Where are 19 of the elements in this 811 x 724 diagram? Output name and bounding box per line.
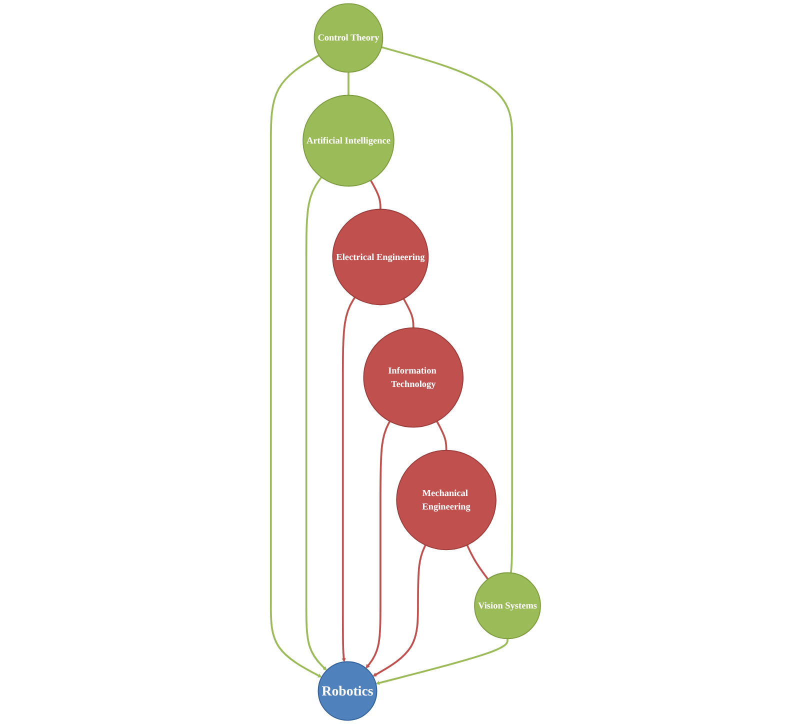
- arrow: [342, 296, 356, 662]
- arrow: [376, 638, 508, 685]
- arrow: [372, 544, 426, 677]
- connector: [466, 544, 488, 580]
- connector: [347, 72, 350, 96]
- connector: [436, 420, 448, 450]
- node-circle: Electrical Engineering: [332, 208, 428, 306]
- node-circle: Control Theory: [314, 3, 383, 73]
- connector: [370, 180, 382, 210]
- node-circle: Robotics: [318, 661, 378, 721]
- arrow: [366, 420, 390, 668]
- connector: [381, 46, 513, 574]
- node-circle: Information Technology: [363, 327, 464, 428]
- arrow: [270, 54, 322, 678]
- arrow: [305, 176, 327, 671]
- node-circle: Artificial Intelligence: [302, 94, 394, 187]
- connector: [402, 298, 414, 328]
- node-circle: Vision Systems: [474, 572, 541, 640]
- node-circle: Mechanical Engineering: [396, 450, 496, 550]
